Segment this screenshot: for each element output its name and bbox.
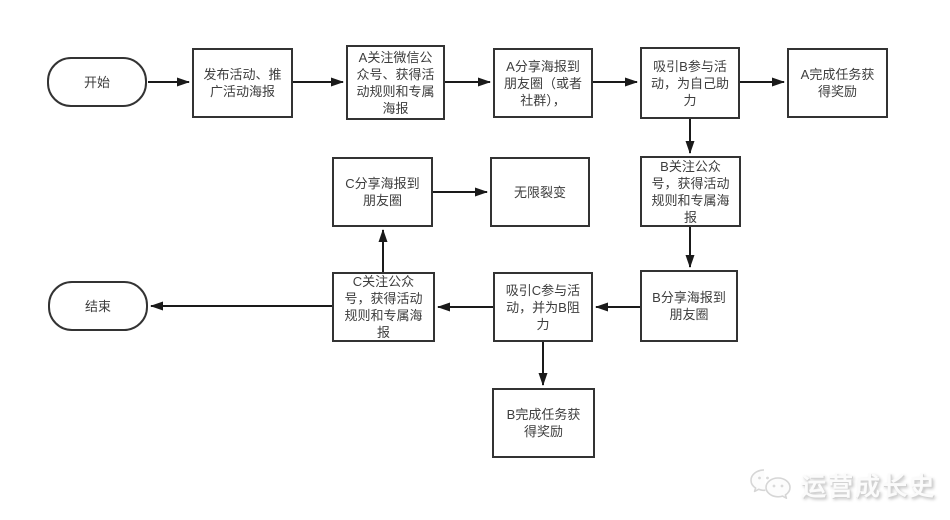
flow-node-label: B关注公众号，获得活动规则和专属海报 bbox=[651, 158, 730, 225]
flow-node-infinite-fission: 无限裂变 bbox=[490, 157, 590, 227]
flow-node-attract-c: 吸引C参与活动，并为B阻力 bbox=[493, 272, 593, 342]
watermark-text: 运营成长史 bbox=[800, 473, 936, 501]
flow-node-label: 发布活动、推广活动海报 bbox=[203, 67, 282, 99]
watermark: 运营成长史 bbox=[748, 467, 936, 503]
flow-node-label: 无限裂变 bbox=[513, 184, 566, 200]
flow-node-label: C分享海报到朋友圈 bbox=[345, 176, 420, 208]
wechat-chat-bubbles-icon bbox=[750, 469, 791, 499]
flow-node-c-share: C分享海报到朋友圈 bbox=[332, 157, 433, 227]
flow-node-label: A完成任务获得奖励 bbox=[800, 67, 875, 99]
flow-node-publish-poster: 发布活动、推广活动海报 bbox=[192, 48, 293, 118]
flow-node-label: C关注公众号，获得活动规则和专属海报 bbox=[344, 274, 423, 340]
flow-node-label: 吸引B参与活动，为自己助力 bbox=[650, 58, 729, 108]
flow-node-b-share: B分享海报到朋友圈 bbox=[640, 270, 738, 342]
flow-node-label: A关注微信公众号、获得活动规则和专属海报 bbox=[356, 49, 435, 116]
flow-node-end: 结束 bbox=[48, 281, 148, 331]
flow-node-a-follow: A关注微信公众号、获得活动规则和专属海报 bbox=[346, 45, 445, 120]
flow-node-b-reward: B完成任务获得奖励 bbox=[492, 388, 595, 458]
flow-node-label: 开始 bbox=[83, 74, 110, 90]
flow-node-start: 开始 bbox=[47, 57, 147, 107]
flow-node-c-follow: C关注公众号，获得活动规则和专属海报 bbox=[332, 272, 435, 342]
flow-node-label: 结束 bbox=[84, 298, 111, 314]
flow-node-label: B分享海报到朋友圈 bbox=[652, 290, 726, 322]
flow-node-a-reward: A完成任务获得奖励 bbox=[787, 48, 888, 118]
flow-node-label: B完成任务获得奖励 bbox=[506, 407, 581, 439]
flow-node-label: A分享海报到朋友圈（或者社群）， bbox=[503, 58, 582, 108]
flow-node-attract-b: 吸引B参与活动，为自己助力 bbox=[640, 47, 740, 119]
flow-node-a-share: A分享海报到朋友圈（或者社群）， bbox=[493, 48, 593, 118]
flow-node-label: 吸引C参与活动，并为B阻力 bbox=[505, 282, 581, 332]
flow-node-b-follow: B关注公众号，获得活动规则和专属海报 bbox=[640, 156, 741, 227]
